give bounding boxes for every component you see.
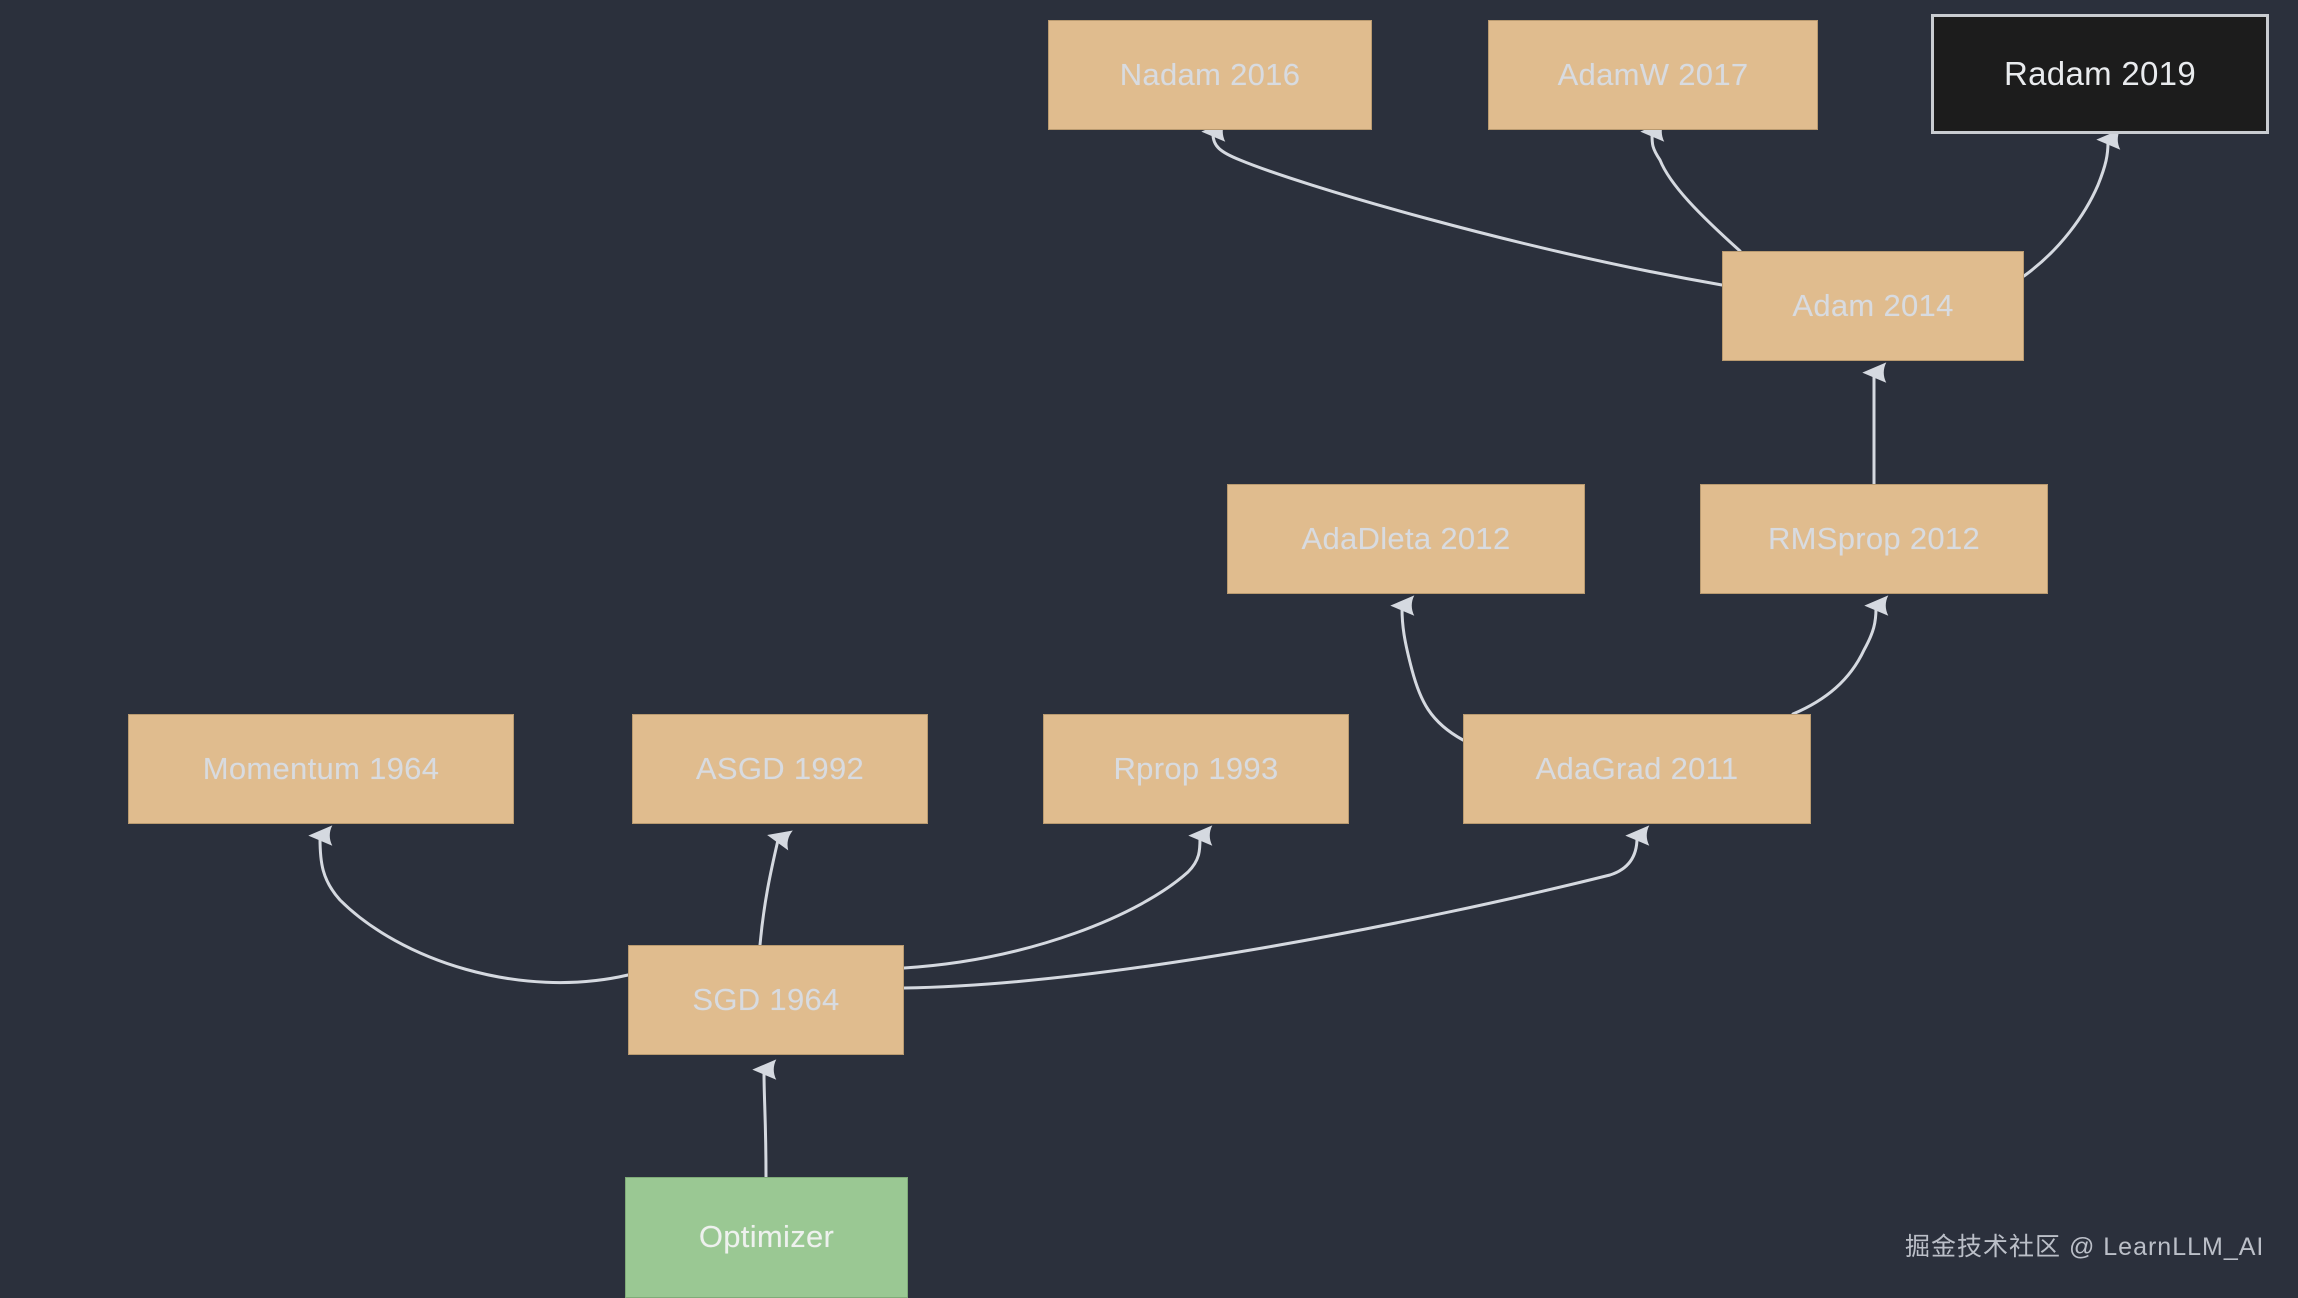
node-optimizer[interactable]: Optimizer (625, 1177, 908, 1298)
edge-sgd-to-asgd (758, 830, 793, 947)
node-label-adam: Adam 2014 (1792, 287, 1954, 323)
node-label-nadam: Nadam 2016 (1119, 56, 1301, 92)
edge-sgd-to-adagrad (902, 825, 1650, 990)
node-label-asgd: ASGD 1992 (695, 750, 865, 786)
node-adadleta[interactable]: AdaDleta 2012 (1227, 484, 1585, 594)
node-label-optimizer: Optimizer (698, 1219, 835, 1255)
node-adagrad[interactable]: AdaGrad 2011 (1463, 714, 1811, 824)
node-sgd[interactable]: SGD 1964 (628, 945, 904, 1055)
node-adamw[interactable]: AdamW 2017 (1488, 20, 1818, 130)
node-label-rprop: Rprop 1993 (1113, 750, 1279, 786)
edge-adam-to-adamw (1640, 121, 1742, 253)
node-adam[interactable]: Adam 2014 (1722, 251, 2024, 361)
node-rprop[interactable]: Rprop 1993 (1043, 714, 1349, 824)
edge-adagrad-to-rmsprop (1791, 595, 1889, 716)
node-label-momentum: Momentum 1964 (202, 750, 440, 786)
node-label-sgd: SGD 1964 (692, 981, 840, 1017)
node-nadam[interactable]: Nadam 2016 (1048, 20, 1372, 130)
node-label-adagrad: AdaGrad 2011 (1535, 750, 1739, 786)
node-asgd[interactable]: ASGD 1992 (632, 714, 928, 824)
edge-optimizer-to-sgd (752, 1059, 777, 1179)
node-label-adadleta: AdaDleta 2012 (1301, 520, 1511, 556)
node-label-adamw: AdamW 2017 (1557, 56, 1749, 92)
node-momentum[interactable]: Momentum 1964 (128, 714, 514, 824)
edge-sgd-to-momentum (308, 825, 630, 985)
node-radam[interactable]: Radam 2019 (1931, 14, 2269, 134)
node-label-radam: Radam 2019 (2004, 54, 2196, 92)
edge-sgd-to-rprop (902, 825, 1213, 970)
edge-adam-to-nadam (1201, 121, 1724, 287)
watermark-label: 掘金技术社区 @ LearnLLM_AI (1905, 1233, 2265, 1261)
node-label-rmsprop: RMSprop 2012 (1767, 520, 1981, 556)
edge-adam-to-radam (2022, 129, 2121, 278)
node-rmsprop[interactable]: RMSprop 2012 (1700, 484, 2048, 594)
edge-adagrad-to-adadleta (1390, 595, 1465, 742)
